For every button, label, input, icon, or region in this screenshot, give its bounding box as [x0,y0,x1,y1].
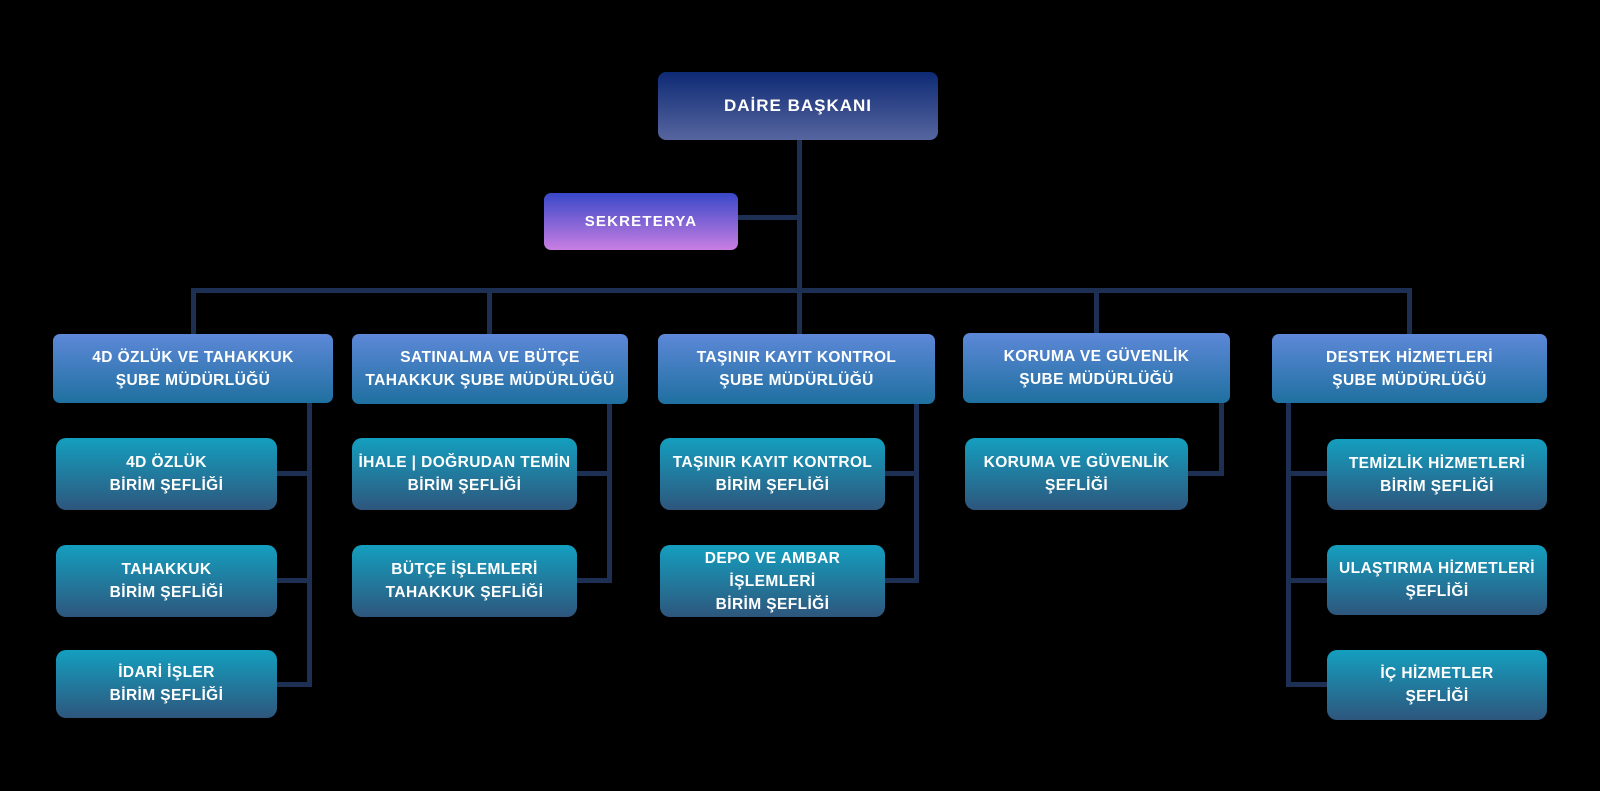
org-node-branch-4-child-1: KORUMA VE GÜVENLİK ŞEFLİĞİ [965,438,1188,510]
org-node-branch-1-child-1: 4D ÖZLÜK BİRİM ŞEFLİĞİ [56,438,277,510]
org-node-label: SATINALMA VE BÜTÇE TAHAKKUK ŞUBE MÜDÜRLÜ… [365,349,615,389]
org-node-label: 4D ÖZLÜK BİRİM ŞEFLİĞİ [109,454,224,494]
org-node-branch-3-child-2: DEPO VE AMBAR İŞLEMLERİ BİRİM ŞEFLİĞİ [660,545,885,617]
connector-branch-2-stub-1 [577,471,607,476]
org-node-daire-baskani: DAİRE BAŞKANI [658,72,938,140]
org-node-branch-3: TAŞINIR KAYIT KONTROL ŞUBE MÜDÜRLÜĞÜ [658,334,935,404]
connector-branch-5-stub-1 [1291,471,1327,476]
connector-drop-branch-2 [487,290,492,334]
org-node-label: BÜTÇE İŞLEMLERİ TAHAKKUK ŞEFLİĞİ [385,561,544,601]
connector-branch-1-stub-1 [277,471,307,476]
connector-drop-branch-1 [191,290,196,334]
org-node-label: TEMİZLİK HİZMETLERİ BİRİM ŞEFLİĞİ [1348,454,1526,495]
org-node-branch-2-child-2: BÜTÇE İŞLEMLERİ TAHAKKUK ŞEFLİĞİ [352,545,577,617]
connector-branch-1-vertical [307,400,312,687]
connector-branch-5-vertical [1286,400,1291,687]
org-node-branch-1: 4D ÖZLÜK VE TAHAKKUK ŞUBE MÜDÜRLÜĞÜ [53,334,333,403]
org-node-branch-5-child-2: ULAŞTIRMA HİZMETLERİ ŞEFLİĞİ [1327,545,1547,615]
org-node-branch-5-child-3: İÇ HİZMETLER ŞEFLİĞİ [1327,650,1547,720]
org-node-label: ULAŞTIRMA HİZMETLERİ ŞEFLİĞİ [1339,560,1535,600]
org-node-label: SEKRETERYA [584,213,698,230]
connector-branch-3-stub-1 [885,471,914,476]
org-node-label: İÇ HİZMETLER ŞEFLİĞİ [1380,665,1494,705]
connector-drop-branch-5 [1407,290,1412,334]
connector-branch-2-vertical [607,400,612,583]
org-node-branch-3-child-1: TAŞINIR KAYIT KONTROL BİRİM ŞEFLİĞİ [660,438,885,510]
org-node-branch-5: DESTEK HİZMETLERİ ŞUBE MÜDÜRLÜĞÜ [1272,334,1547,403]
connector-branch-3-vertical [914,400,919,583]
org-node-label: DEPO VE AMBAR İŞLEMLERİ BİRİM ŞEFLİĞİ [704,549,841,613]
org-node-branch-2-child-1: İHALE | DOĞRUDAN TEMİN BİRİM ŞEFLİĞİ [352,438,577,510]
org-node-branch-1-child-2: TAHAKKUK BİRİM ŞEFLİĞİ [56,545,277,617]
connector-branch-5-stub-2 [1291,578,1327,583]
org-node-label: KORUMA VE GÜVENLİK ŞEFLİĞİ [983,454,1170,494]
connector-sekreterya-stub [736,215,798,220]
org-node-label: DAİRE BAŞKANI [723,96,873,115]
connector-daire-vertical [797,138,802,334]
connector-branch-5-stub-3 [1291,682,1327,687]
org-node-branch-4: KORUMA VE GÜVENLİK ŞUBE MÜDÜRLÜĞÜ [963,333,1230,403]
org-node-label: İHALE | DOĞRUDAN TEMİN BİRİM ŞEFLİĞİ [358,454,571,494]
org-node-label: DESTEK HİZMETLERİ ŞUBE MÜDÜRLÜĞÜ [1326,348,1493,389]
connector-branch-4-vertical [1219,400,1224,476]
org-node-label: 4D ÖZLÜK VE TAHAKKUK ŞUBE MÜDÜRLÜĞÜ [92,348,294,389]
org-node-label: KORUMA VE GÜVENLİK ŞUBE MÜDÜRLÜĞÜ [1003,348,1190,388]
connector-branch-1-stub-2 [277,578,307,583]
org-node-label: İDARİ İŞLER BİRİM ŞEFLİĞİ [109,664,224,704]
org-node-label: TAHAKKUK BİRİM ŞEFLİĞİ [109,561,224,601]
org-node-branch-5-child-1: TEMİZLİK HİZMETLERİ BİRİM ŞEFLİĞİ [1327,439,1547,510]
connector-branch-2-stub-2 [577,578,607,583]
org-node-sekreterya: SEKRETERYA [544,193,738,250]
connector-branch-4-stub-1 [1188,471,1219,476]
org-node-branch-2: SATINALMA VE BÜTÇE TAHAKKUK ŞUBE MÜDÜRLÜ… [352,334,628,404]
org-node-branch-1-child-3: İDARİ İŞLER BİRİM ŞEFLİĞİ [56,650,277,718]
connector-branch-3-stub-2 [885,578,914,583]
connector-drop-branch-4 [1094,290,1099,334]
connector-distributor [191,288,1412,293]
org-node-label: TAŞINIR KAYIT KONTROL BİRİM ŞEFLİĞİ [672,454,873,494]
org-node-label: TAŞINIR KAYIT KONTROL ŞUBE MÜDÜRLÜĞÜ [696,349,897,389]
connector-branch-1-stub-3 [277,682,307,687]
